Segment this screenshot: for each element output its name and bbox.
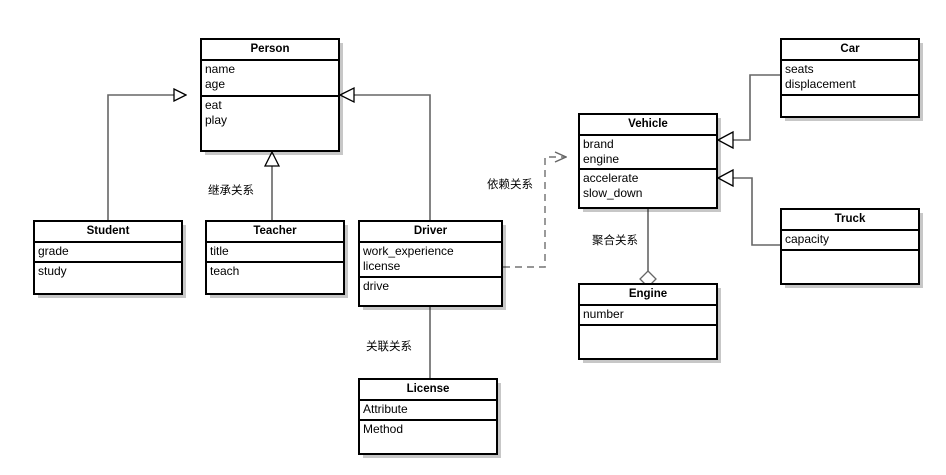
class-operations-engine bbox=[580, 326, 716, 360]
class-box-car[interactable]: Car seats displacement bbox=[780, 38, 920, 118]
edge-teacher-to-person bbox=[263, 150, 281, 220]
edge-car-to-vehicle bbox=[716, 74, 780, 150]
edge-label-aggregation: 聚合关系 bbox=[592, 233, 638, 247]
edge-driver-to-vehicle bbox=[503, 157, 566, 268]
attribute-item: work_experience bbox=[363, 244, 454, 258]
class-name-vehicle: Vehicle bbox=[580, 115, 716, 136]
class-attributes-truck: capacity bbox=[782, 231, 918, 251]
class-box-student[interactable]: Student grade study bbox=[33, 220, 183, 295]
class-box-engine[interactable]: Engine number bbox=[578, 283, 718, 360]
attribute-item: capacity bbox=[785, 232, 830, 246]
class-name-teacher: Teacher bbox=[207, 222, 343, 243]
attribute-item: name bbox=[205, 62, 236, 76]
operation-item: play bbox=[205, 113, 228, 127]
class-box-person[interactable]: Person name age eat play bbox=[200, 38, 340, 152]
operation-item: slow_down bbox=[583, 186, 643, 200]
class-box-teacher[interactable]: Teacher title teach bbox=[205, 220, 345, 295]
class-box-truck[interactable]: Truck capacity bbox=[780, 208, 920, 285]
attribute-item: seats bbox=[785, 62, 814, 76]
attribute-item: title bbox=[210, 244, 229, 258]
attribute-item: displacement bbox=[785, 77, 856, 91]
class-box-driver[interactable]: Driver work_experience license drive bbox=[358, 220, 503, 307]
operation-item: accelerate bbox=[583, 171, 639, 185]
class-box-license[interactable]: License Attribute Method bbox=[358, 378, 498, 455]
class-operations-license: Method bbox=[360, 421, 496, 455]
operation-item: teach bbox=[210, 264, 240, 278]
class-attributes-teacher: title bbox=[207, 243, 343, 263]
class-operations-vehicle: accelerate slow_down bbox=[580, 170, 716, 209]
class-attributes-license: Attribute bbox=[360, 401, 496, 421]
edge-student-to-person bbox=[107, 95, 186, 220]
class-operations-driver: drive bbox=[360, 278, 501, 307]
operation-item: eat bbox=[205, 98, 222, 112]
edge-label-dependency: 依赖关系 bbox=[487, 177, 533, 191]
edge-vehicle-to-engine bbox=[639, 209, 657, 288]
class-operations-car bbox=[782, 96, 918, 118]
class-name-license: License bbox=[360, 380, 496, 401]
class-attributes-vehicle: brand engine bbox=[580, 136, 716, 170]
class-name-truck: Truck bbox=[782, 210, 918, 231]
attribute-item: Attribute bbox=[363, 402, 408, 416]
class-operations-person: eat play bbox=[202, 97, 338, 152]
attribute-item: license bbox=[363, 259, 401, 273]
attribute-item: grade bbox=[38, 244, 69, 258]
attribute-item: age bbox=[205, 77, 226, 91]
class-attributes-engine: number bbox=[580, 306, 716, 326]
class-name-person: Person bbox=[202, 40, 338, 61]
class-operations-student: study bbox=[35, 263, 181, 295]
operation-item: Method bbox=[363, 422, 404, 436]
operation-item: study bbox=[38, 264, 67, 278]
class-operations-truck bbox=[782, 251, 918, 285]
class-box-vehicle[interactable]: Vehicle brand engine accelerate slow_dow… bbox=[578, 113, 718, 209]
attribute-item: number bbox=[583, 307, 624, 321]
edge-label-association: 关联关系 bbox=[366, 339, 412, 353]
class-attributes-driver: work_experience license bbox=[360, 243, 501, 278]
class-attributes-student: grade bbox=[35, 243, 181, 263]
class-name-student: Student bbox=[35, 222, 181, 243]
class-name-car: Car bbox=[782, 40, 918, 61]
class-attributes-car: seats displacement bbox=[782, 61, 918, 96]
edge-driver-to-person bbox=[338, 86, 431, 220]
edge-truck-to-vehicle bbox=[716, 168, 780, 246]
class-attributes-person: name age bbox=[202, 61, 338, 97]
edge-label-inheritance: 继承关系 bbox=[208, 183, 254, 197]
attribute-item: engine bbox=[583, 152, 620, 166]
class-name-driver: Driver bbox=[360, 222, 501, 243]
attribute-item: brand bbox=[583, 137, 614, 151]
operation-item: drive bbox=[363, 279, 390, 293]
class-name-engine: Engine bbox=[580, 285, 716, 306]
class-operations-teacher: teach bbox=[207, 263, 343, 295]
